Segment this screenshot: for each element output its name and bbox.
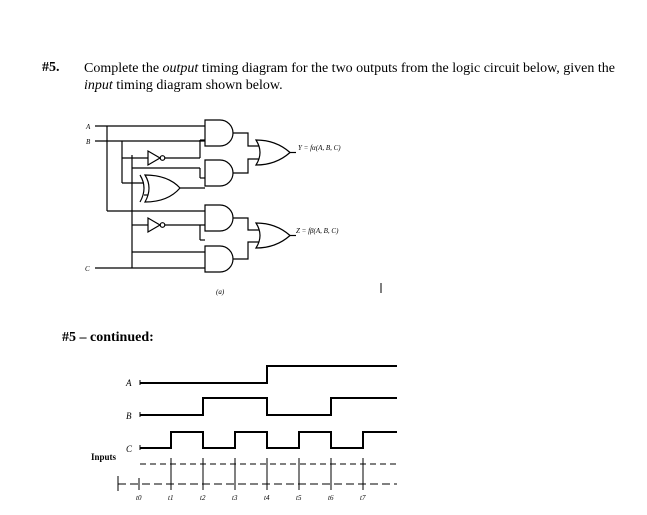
time-ticks xyxy=(117,458,364,491)
inputs-label: Inputs xyxy=(91,452,117,462)
continued-heading: #5 – continued: xyxy=(62,330,154,345)
circuit-caption: (a) xyxy=(216,288,225,296)
time-label-t5: t5 xyxy=(296,494,302,502)
time-label-t0: t0 xyxy=(136,494,142,502)
time-label-t6: t6 xyxy=(328,494,334,502)
timing-label-c: C xyxy=(126,444,133,454)
time-label-t4: t4 xyxy=(264,494,270,502)
question-text: Complete the output timing diagram for t… xyxy=(84,61,615,93)
time-labels: t0 t1 t2 t3 t4 t5 t6 t7 xyxy=(136,494,366,502)
output-y-label: Y = fα(A, B, C) xyxy=(298,144,341,152)
output-z-label: Z = fβ(A, B, C) xyxy=(296,227,339,235)
time-axis xyxy=(117,380,397,491)
circuit-label-a: A xyxy=(85,123,91,131)
timing-diagram xyxy=(140,365,397,449)
timing-label-a: A xyxy=(125,378,132,388)
waveform-c xyxy=(140,431,397,449)
time-label-t2: t2 xyxy=(200,494,206,502)
logic-circuit xyxy=(95,119,296,273)
waveform-a xyxy=(140,365,397,384)
time-label-t3: t3 xyxy=(232,494,238,502)
circuit-label-b: B xyxy=(86,138,91,146)
time-label-t7: t7 xyxy=(360,494,366,502)
question-number: #5. xyxy=(42,60,60,75)
circuit-label-c: C xyxy=(85,265,90,273)
time-label-t1: t1 xyxy=(168,494,173,502)
waveform-b xyxy=(140,397,397,416)
timing-label-b: B xyxy=(126,411,132,421)
